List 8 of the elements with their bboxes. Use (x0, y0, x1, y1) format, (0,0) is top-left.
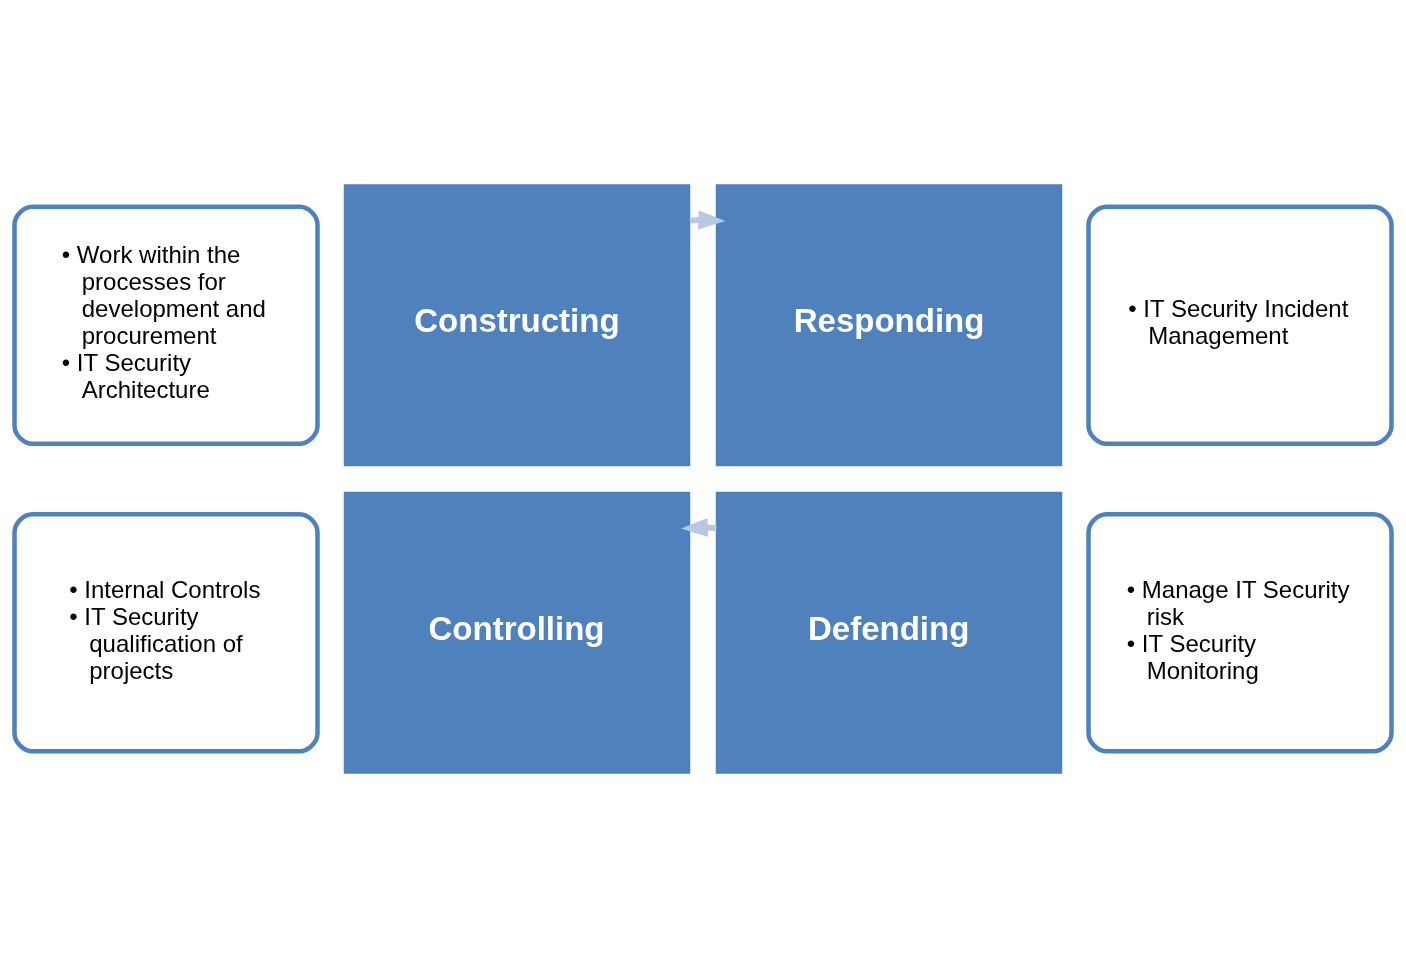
node-box: • Work within the processes for development and procurement • IT Security Architecture (12, 204, 320, 446)
node-box: Constructing (343, 184, 691, 467)
node-box: Responding (715, 184, 1063, 467)
node-box: • IT Security Incident Management (1086, 204, 1394, 446)
node-box: • Internal Controls • IT Security qualification of projects (12, 512, 320, 754)
node-box: • Manage IT Security risk • IT Security Monitoring (1086, 512, 1394, 754)
node-box: Defending (715, 491, 1063, 774)
node-box: Controlling (343, 491, 691, 774)
